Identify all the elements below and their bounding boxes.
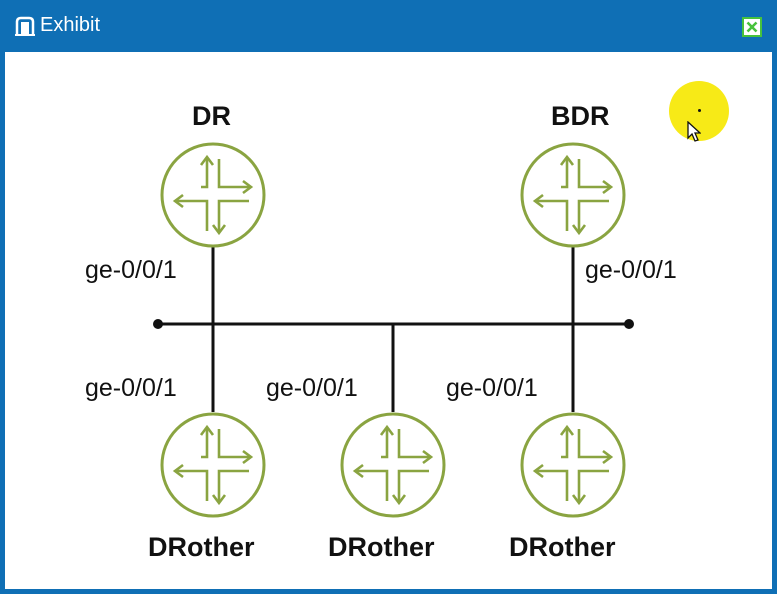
router-icon <box>160 412 266 518</box>
router-role-bdr: BDR <box>551 101 610 131</box>
router-icon <box>520 412 626 518</box>
router-icon <box>520 142 626 248</box>
router-role-dr: DR <box>192 101 231 131</box>
router-icon <box>340 412 446 518</box>
interface-label-drother-left: ge-0/0/1 <box>85 374 177 402</box>
router-role-drother: DRother <box>148 532 255 562</box>
exhibit-icon <box>15 16 35 36</box>
segment-endpoint <box>624 319 634 329</box>
interface-label-drother-right: ge-0/0/1 <box>446 374 538 402</box>
close-icon[interactable] <box>742 17 762 37</box>
cursor-dot <box>698 109 701 112</box>
title-bar: Exhibit <box>0 0 777 52</box>
router-role-drother: DRother <box>509 532 616 562</box>
interface-label-dr: ge-0/0/1 <box>85 256 177 284</box>
interface-label-bdr: ge-0/0/1 <box>585 256 677 284</box>
router-icon <box>160 142 266 248</box>
interface-label-drother-middle: ge-0/0/1 <box>266 374 358 402</box>
segment-endpoint <box>153 319 163 329</box>
window-title: Exhibit <box>40 14 101 36</box>
mouse-pointer-icon <box>687 121 701 142</box>
router-role-drother: DRother <box>328 532 435 562</box>
